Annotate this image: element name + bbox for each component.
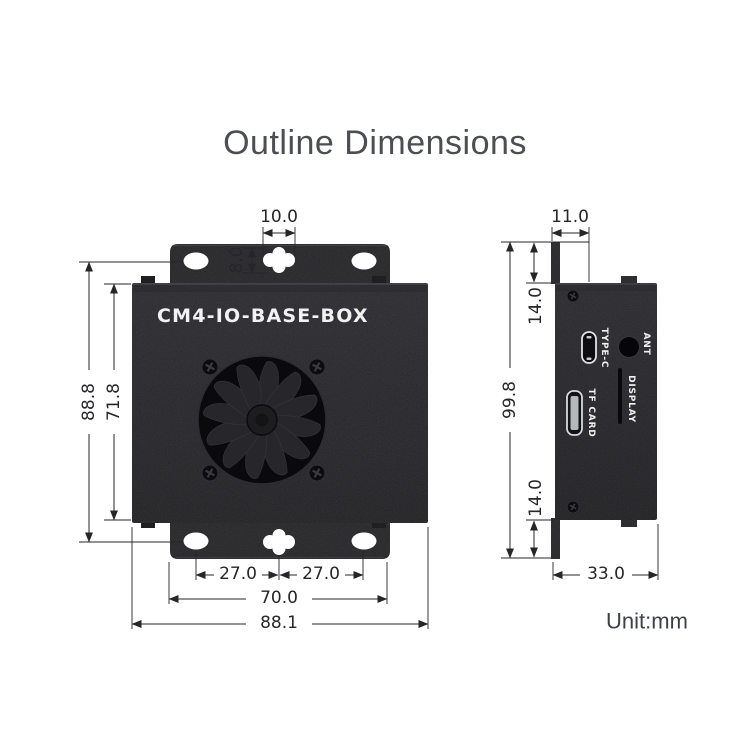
screw-icon — [200, 463, 220, 483]
tf-card-label: TF CARD — [586, 389, 596, 438]
display-slot — [618, 368, 622, 424]
mounting-hole-oval — [183, 532, 209, 550]
front-view: CM4-IO-BASE-BOX — [132, 244, 428, 559]
dim-label-hole-height: 8.0 — [227, 246, 247, 273]
device-label: CM4-IO-BASE-BOX — [157, 305, 369, 327]
screw-icon — [200, 357, 220, 377]
screw-icon — [307, 463, 327, 483]
dim-label-ear-top-height: 14.0 — [526, 287, 546, 325]
dim-label-overall-width: 88.1 — [260, 613, 298, 633]
dim-hole-spacing: 27.0 27.0 — [195, 552, 364, 584]
dim-label-hole-spacing-left: 27.0 — [219, 564, 257, 584]
dim-body-height: 71.8 — [104, 283, 131, 521]
panel-nub — [372, 276, 386, 286]
dim-hole-span: 70.0 — [168, 562, 388, 608]
screw-icon — [566, 289, 580, 303]
dim-label-ear-offset: 11.0 — [551, 207, 589, 227]
body-top-bevel — [133, 284, 427, 292]
type-c-port — [581, 331, 597, 364]
dim-label-body-height: 71.8 — [104, 383, 124, 421]
screw-icon — [307, 357, 327, 377]
dim-label-hole-span: 70.0 — [260, 588, 298, 608]
side-top-bevel — [556, 284, 656, 291]
dim-ear-offset: 11.0 — [551, 207, 590, 282]
dim-depth: 33.0 — [552, 524, 659, 584]
mounting-hole-oval — [351, 252, 377, 270]
display-label: DISPLAY — [626, 375, 636, 423]
side-view: TYPE-C ANT DISPLAY TF CARD — [551, 242, 661, 559]
panel-nub — [141, 276, 155, 286]
dim-label-hole-width: 10.0 — [260, 207, 298, 227]
dim-overall-width: 88.1 — [131, 527, 429, 633]
screw-icon — [566, 500, 580, 514]
unit-label: Unit:mm — [606, 609, 688, 634]
dim-side-overall-height: 99.8 — [500, 241, 589, 559]
type-c-label: TYPE-C — [599, 328, 609, 369]
dim-ear-bottom-height: 14.0 — [526, 479, 554, 558]
dim-label-depth: 33.0 — [587, 564, 625, 584]
tf-card — [570, 396, 579, 430]
type-c-pin — [586, 357, 592, 360]
ant-hole — [618, 336, 640, 358]
dim-label-ear-bottom-height: 14.0 — [526, 479, 546, 517]
dim-label-hole-spacing-right: 27.0 — [302, 564, 340, 584]
dim-label-overall-height: 88.8 — [79, 383, 99, 421]
dim-mount-hole-width: 10.0 — [260, 207, 298, 257]
mounting-hole-oval — [351, 532, 377, 550]
type-c-pin — [586, 336, 592, 339]
dim-ear-top-height: 14.0 — [526, 242, 554, 325]
dim-overall-height: 88.8 — [79, 261, 183, 543]
fan-hub-center — [255, 413, 269, 427]
page-title: Outline Dimensions — [223, 124, 527, 162]
mounting-hole-oval — [183, 252, 209, 270]
dim-label-side-overall-height: 99.8 — [500, 381, 520, 419]
dim-mount-hole-height: 8.0 — [227, 246, 266, 274]
fan-icon — [197, 355, 327, 485]
ant-label: ANT — [641, 332, 651, 355]
